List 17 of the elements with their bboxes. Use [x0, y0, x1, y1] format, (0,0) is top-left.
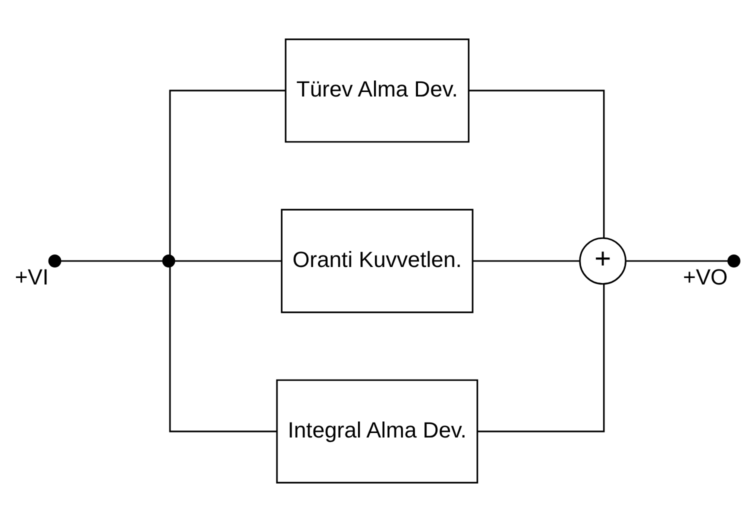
connector [472, 260, 580, 262]
connector [169, 90, 286, 256]
node-circle: + [579, 237, 626, 285]
node-box: Integral Alma Dev. [276, 379, 478, 484]
node-label: +VI [14, 264, 49, 290]
connector [626, 260, 728, 262]
connector [478, 284, 605, 432]
node-box: Oranti Kuvvetlen. [280, 208, 474, 314]
node-circle [162, 254, 176, 268]
connector [169, 266, 277, 432]
connector [174, 260, 282, 262]
connector [60, 260, 163, 262]
node-circle [48, 254, 62, 268]
node-label: +VO [682, 264, 728, 290]
node-box: Türev Alma Dev. [284, 38, 470, 143]
node-circle [727, 254, 740, 268]
connector [468, 90, 605, 238]
